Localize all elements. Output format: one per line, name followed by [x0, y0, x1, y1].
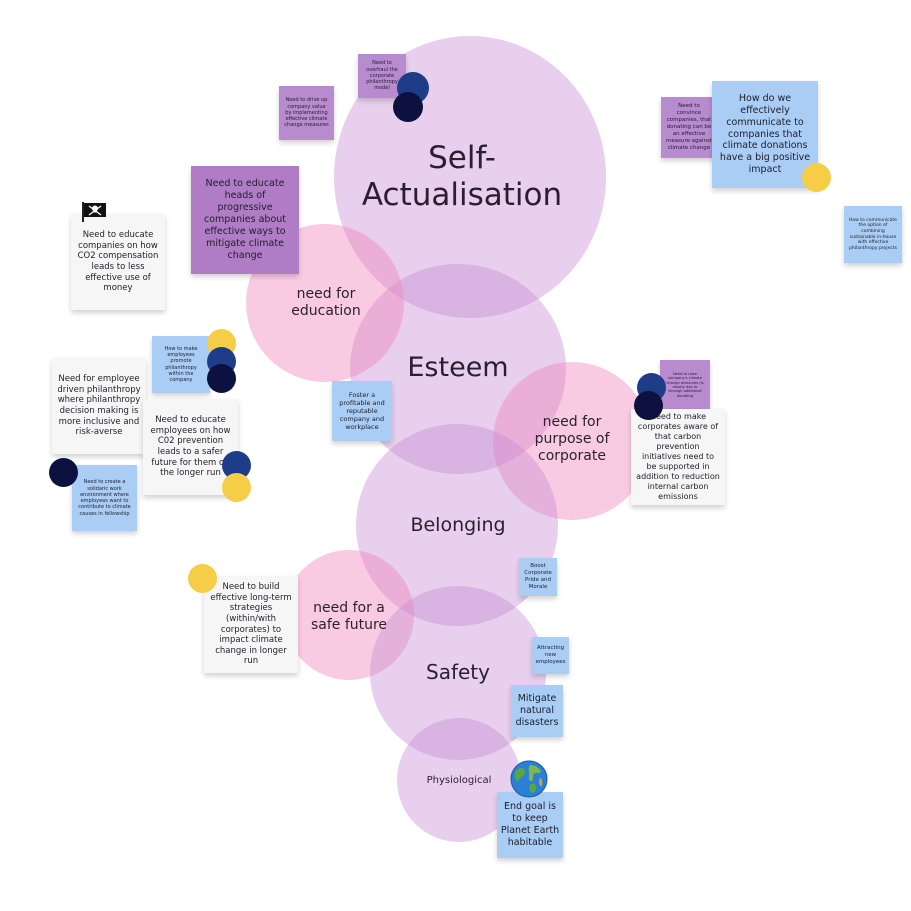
- label-esteem: Esteem: [407, 352, 509, 383]
- vote-dot[interactable]: [49, 458, 78, 487]
- sticky-note-build-strategies[interactable]: Need to build effective long-term strate…: [204, 576, 298, 673]
- circle-need-for-purpose: [493, 362, 651, 520]
- circle-need-for-safe-future: [284, 550, 414, 680]
- sticky-note-solidaric[interactable]: Need to create a solidaric work environm…: [72, 465, 137, 531]
- sticky-note-communicate-option[interactable]: How to communicate the option of combini…: [844, 206, 902, 263]
- pirate-flag-icon: [81, 202, 107, 222]
- sticky-note-promote-employees[interactable]: How to make employees promote philanthro…: [152, 336, 210, 393]
- label-safety: Safety: [426, 660, 490, 684]
- vote-dot[interactable]: [222, 473, 251, 502]
- label-need-for-safe-future: need for a safe future: [310, 600, 388, 633]
- label-need-for-purpose: need for purpose of corporate: [534, 414, 610, 464]
- sticky-note-educate-co2[interactable]: Need to educate companies on how CO2 com…: [71, 214, 165, 310]
- sticky-note-mitigate[interactable]: Mitigate natural disasters: [511, 685, 563, 737]
- label-need-for-education: need for education: [291, 286, 361, 319]
- sticky-note-educate-heads[interactable]: Need to educate heads of progressive com…: [191, 166, 299, 274]
- label-belonging: Belonging: [410, 514, 506, 536]
- sticky-note-how-communicate[interactable]: How do we effectively communicate to com…: [712, 81, 818, 188]
- sticky-note-educate-employees[interactable]: Need to educate employees on how C02 pre…: [143, 399, 238, 495]
- sticky-note-drive-value[interactable]: Need to drive up company value by implem…: [279, 86, 334, 140]
- sticky-note-attracting[interactable]: Attracting new employees: [532, 637, 569, 674]
- vote-dot[interactable]: [393, 92, 423, 122]
- sticky-note-foster[interactable]: Foster a profitable and reputable compan…: [332, 381, 392, 441]
- sticky-note-raise-awareness[interactable]: Need to raise company's climate change m…: [660, 360, 710, 410]
- label-self-actualisation: Self-Actualisation: [361, 140, 563, 214]
- vote-dot[interactable]: [802, 163, 831, 192]
- vote-dot[interactable]: [207, 364, 236, 393]
- sticky-note-make-aware[interactable]: Need to make corporates aware of that ca…: [631, 409, 725, 505]
- sticky-note-employee-driven[interactable]: Need for employee driven philanthropy wh…: [52, 358, 146, 454]
- sticky-note-boost[interactable]: Boost Corporate Pride and Morale: [519, 558, 557, 596]
- label-physiological: Physiological: [426, 775, 492, 786]
- vote-dot[interactable]: [188, 564, 217, 593]
- vote-dot[interactable]: [634, 391, 663, 420]
- globe-icon: [510, 760, 548, 798]
- sticky-note-convince[interactable]: Need to convince companies, that donatin…: [661, 97, 717, 158]
- sticky-note-end-goal[interactable]: End goal is to keep Planet Earth habitab…: [497, 792, 563, 858]
